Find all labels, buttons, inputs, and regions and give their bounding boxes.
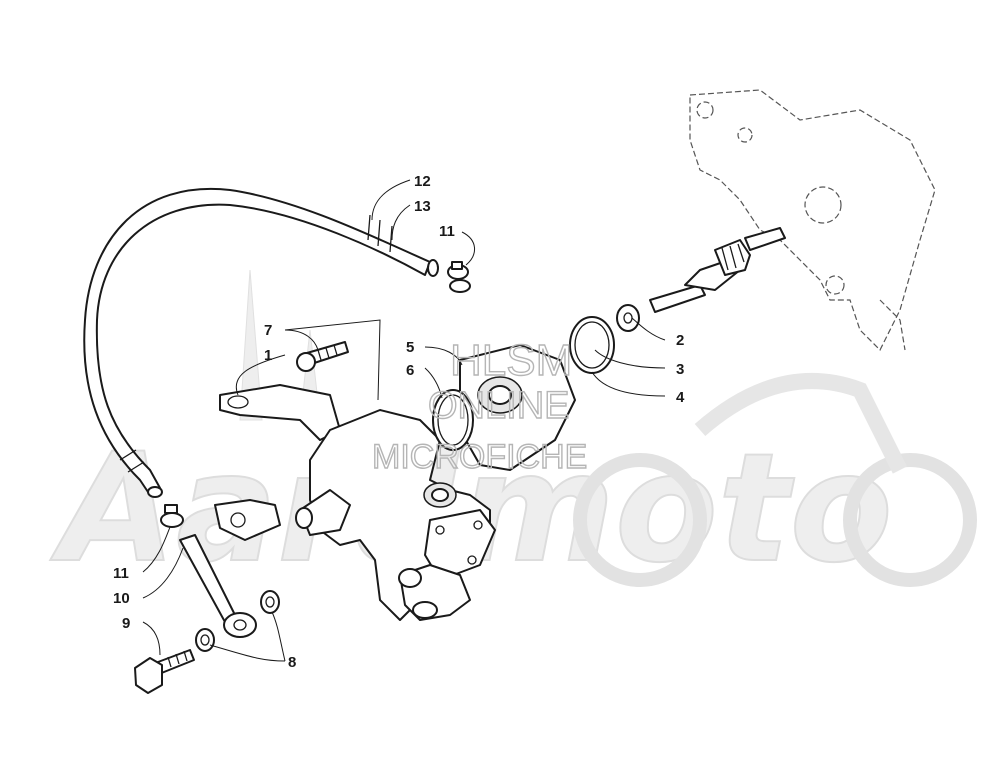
bolt-7 (296, 341, 349, 372)
callout-13: 13 (414, 198, 431, 215)
bolt-9 (134, 649, 195, 694)
callout-7: 7 (264, 322, 272, 339)
callout-6: 6 (406, 362, 414, 379)
pump-shaft-gear (649, 227, 786, 313)
pump-housing (459, 344, 576, 471)
leader-lines (142, 179, 666, 662)
washer-3 (616, 304, 640, 332)
callout-3: 3 (676, 361, 684, 378)
engine-case-outline (689, 89, 936, 352)
hose-end-lower (147, 486, 163, 498)
watermark-microfiche: MICROFICHE (372, 438, 587, 476)
watermark-hlsm: HLSM (450, 336, 572, 385)
hose-clamp-lower (160, 504, 184, 528)
coolant-hose (83, 187, 439, 498)
wm-wheel-right (843, 453, 977, 587)
callout-2: 2 (676, 332, 684, 349)
callout-1: 1 (264, 347, 272, 364)
o-ring-6 (432, 389, 474, 451)
callout-4: 4 (676, 389, 685, 406)
o-ring-4 (569, 316, 615, 374)
hlsm-watermark: HLSM ONLINE MICROFICHE (371, 335, 588, 476)
callout-11-upper: 11 (439, 223, 455, 240)
wm-motorbike-frame (694, 373, 908, 474)
callout-11-lower: 11 (113, 565, 129, 582)
wm-wheel-left (573, 453, 707, 587)
callouts: 12 13 11 7 1 5 6 2 3 4 11 10 9 8 (113, 173, 685, 671)
callout-8: 8 (288, 654, 296, 671)
pump-cover-plate (424, 509, 496, 581)
watermark-online: ONLINE (428, 385, 569, 427)
banjo-fitting (179, 534, 257, 638)
callout-12: 12 (414, 173, 431, 190)
callout-10: 10 (113, 590, 130, 607)
washers-8 (195, 590, 280, 652)
hose-clamp-upper (447, 261, 471, 293)
bracket (214, 384, 341, 541)
callout-9: 9 (122, 615, 130, 632)
callout-5: 5 (406, 339, 414, 356)
water-pump-body (295, 409, 496, 621)
pump-shaft-boss (299, 489, 351, 536)
hose-end-upper (427, 259, 439, 277)
